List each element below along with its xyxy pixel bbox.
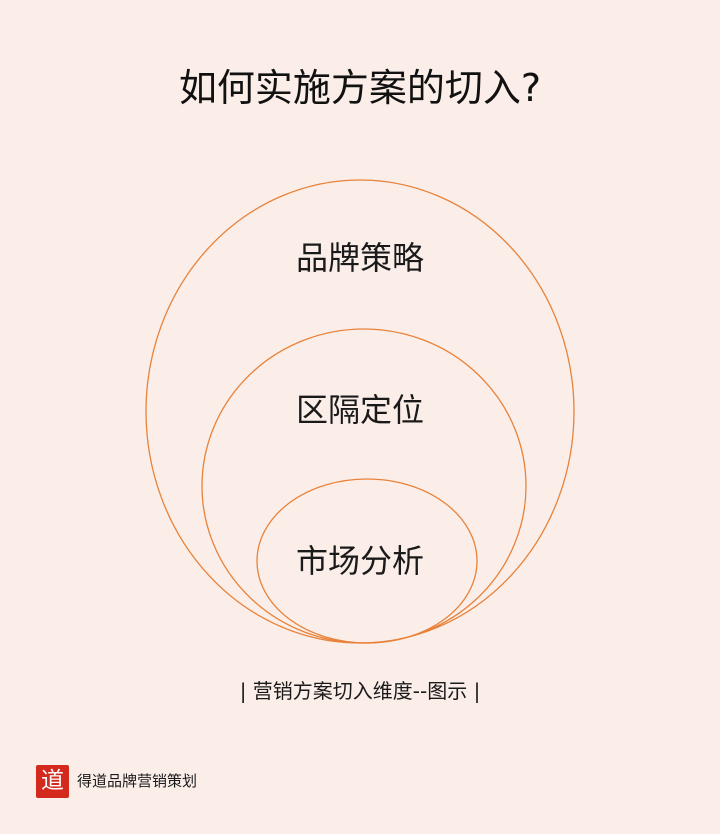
outer-layer-label: 品牌策略 [295,239,424,277]
diagram-caption: | 营销方案切入维度--图示 | [239,679,481,703]
middle-layer-label: 区隔定位 [295,391,424,429]
brand-footer: 道 得道品牌营销策划 [36,764,197,798]
brand-seal-logo: 道 [36,764,69,798]
middle-circle [201,328,527,644]
inner-circle [256,478,478,644]
page-title: 如何实施方案的切入? [178,66,542,110]
inner-layer-label: 市场分析 [295,542,424,580]
brand-name: 得道品牌营销策划 [77,772,198,790]
